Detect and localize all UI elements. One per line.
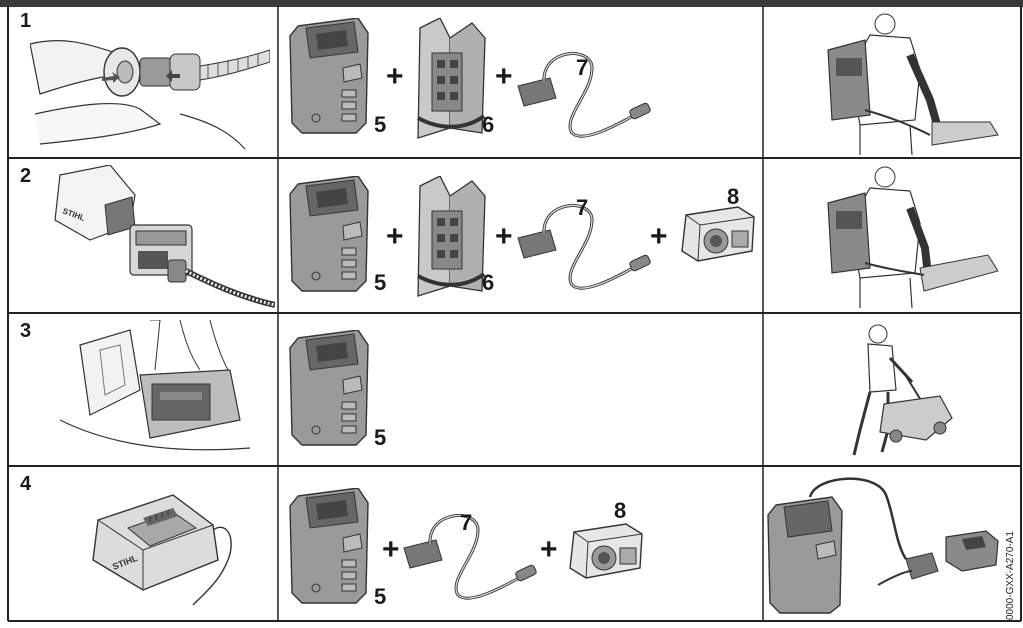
battery-charging-via-adapter-illustration — [767, 477, 999, 614]
part-label-6: 6 — [482, 112, 495, 137]
user-with-lawnmower-illustration — [852, 324, 953, 456]
backpack-battery-5-row4 — [289, 488, 369, 604]
plus-sign: + — [495, 60, 513, 93]
backpack-battery-5-row2 — [289, 176, 369, 292]
carrying-system-6-row2 — [417, 176, 486, 297]
connecting-cable-7-row1 — [517, 52, 651, 138]
plus-sign: + — [650, 220, 668, 253]
part-label-6: 6 — [482, 270, 495, 295]
plus-sign: + — [386, 60, 404, 93]
battery-charger-illustration: STIHL — [92, 494, 232, 606]
carrying-system-6-row1 — [417, 18, 486, 139]
adapter-8-row2 — [681, 206, 755, 262]
row-number-3: 3 — [20, 320, 32, 342]
plus-sign: + — [540, 533, 558, 566]
user-with-backpack-blower-illustration — [827, 13, 999, 155]
figure-code: 0000-GXX-A270-A1 — [1005, 531, 1016, 620]
part-label-7: 7 — [576, 55, 589, 80]
part-label-7: 7 — [576, 195, 589, 220]
lawnmower-battery-compartment-illustration — [60, 320, 251, 451]
device-adapter-connection-illustration: STIHL — [54, 165, 275, 308]
plus-sign: + — [386, 220, 404, 253]
connecting-cable-7-row2 — [517, 204, 651, 290]
user-with-backpack-adapter-blower-illustration — [827, 166, 999, 308]
plus-sign: + — [382, 533, 400, 566]
blower-handle-connection-illustration — [30, 40, 270, 150]
part-label-5: 5 — [374, 112, 387, 137]
part-label-7: 7 — [460, 510, 473, 535]
backpack-battery-5-row1 — [289, 18, 369, 134]
plus-sign: + — [495, 220, 513, 253]
row-number-4: 4 — [20, 473, 32, 495]
row-number-1: 1 — [20, 10, 32, 32]
part-label-5: 5 — [374, 584, 387, 609]
connecting-cable-7-row4 — [403, 514, 537, 600]
part-label-8: 8 — [727, 184, 740, 209]
part-label-5: 5 — [374, 425, 387, 450]
part-label-8: 8 — [614, 498, 627, 523]
row-number-2: 2 — [20, 165, 32, 187]
adapter-8-row4 — [569, 523, 643, 579]
part-label-5: 5 — [374, 270, 387, 295]
backpack-battery-5-row3 — [289, 330, 369, 446]
